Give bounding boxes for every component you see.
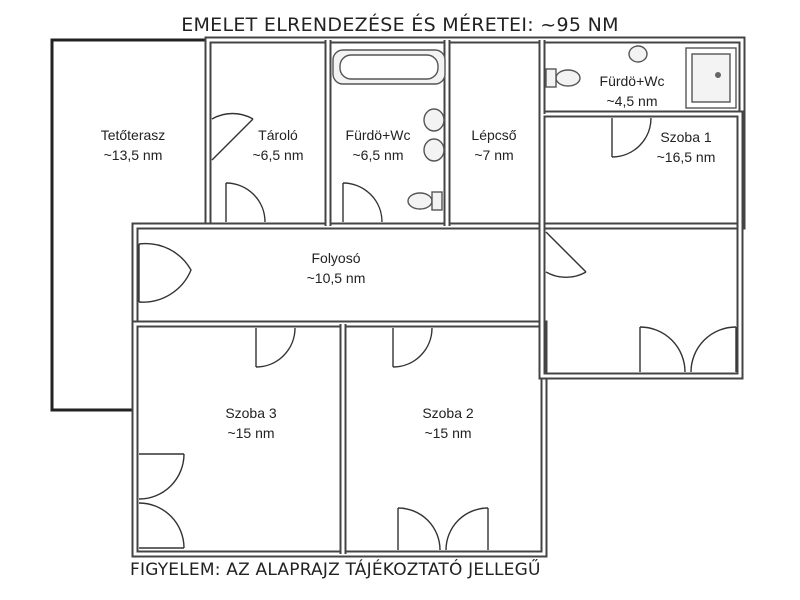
- room-label-room2: Szoba 2 ~15 nm: [422, 405, 474, 441]
- svg-text:Tároló: Tároló: [258, 127, 298, 143]
- room-label-bath: Fürdö+Wc ~6,5 nm: [346, 127, 411, 163]
- door-room2: [392, 327, 433, 368]
- shower: [685, 47, 737, 109]
- door-hallway: [138, 242, 192, 303]
- svg-text:Tetőterasz: Tetőterasz: [101, 127, 166, 143]
- svg-text:~4,5 nm: ~4,5 nm: [607, 93, 658, 109]
- door-room1-balcony-right: [690, 326, 737, 373]
- door-room1-balcony-left: [639, 326, 686, 373]
- svg-text:~13,5 nm: ~13,5 nm: [104, 147, 163, 163]
- svg-text:Fürdö+Wc: Fürdö+Wc: [600, 73, 665, 89]
- svg-text:~15 nm: ~15 nm: [227, 425, 274, 441]
- room-label-small-bath: Fürdö+Wc ~4,5 nm: [600, 73, 665, 109]
- door-taroloterrace: [211, 112, 254, 161]
- door-bath: [342, 182, 383, 223]
- svg-text:~6,5 nm: ~6,5 nm: [353, 147, 404, 163]
- disclaimer-note: FIGYELEM: AZ ALAPRAJZ TÁJÉKOZTATÓ JELLEG…: [130, 560, 541, 580]
- door-room1: [545, 231, 587, 279]
- svg-text:Szoba 2: Szoba 2: [422, 405, 474, 421]
- svg-text:~6,5 nm: ~6,5 nm: [253, 147, 304, 163]
- bathtub: [332, 49, 446, 85]
- toilet-2: [545, 68, 581, 88]
- room-label-tarolo: Tároló ~6,5 nm: [253, 127, 304, 163]
- svg-text:~16,5 nm: ~16,5 nm: [657, 149, 716, 165]
- sink-3: [628, 45, 648, 63]
- svg-text:Szoba 1: Szoba 1: [660, 129, 712, 145]
- room-label-room3: Szoba 3 ~15 nm: [225, 405, 277, 441]
- svg-text:Fürdö+Wc: Fürdö+Wc: [346, 127, 411, 143]
- door-tarolo: [225, 182, 266, 223]
- svg-text:~7 nm: ~7 nm: [474, 147, 513, 163]
- door-small-bath: [611, 117, 652, 158]
- terrace-outline: [50, 38, 208, 412]
- room-label-terrace: Tetőterasz ~13,5 nm: [101, 127, 166, 163]
- svg-text:Szoba 3: Szoba 3: [225, 405, 277, 421]
- svg-text:Lépcső: Lépcső: [471, 127, 516, 143]
- sink-2: [423, 138, 445, 162]
- door-room2-balcony: [397, 507, 489, 551]
- plan-title: EMELET ELRENDEZÉSE ÉS MÉRETEI: ~95 NM: [181, 14, 619, 36]
- room-label-hallway: Folyosó ~10,5 nm: [307, 250, 366, 286]
- walls: [131, 36, 746, 558]
- svg-text:~10,5 nm: ~10,5 nm: [307, 270, 366, 286]
- toilet-1: [407, 191, 443, 211]
- sink-1: [423, 108, 445, 132]
- door-room3-balcony: [138, 453, 185, 549]
- room-label-room1: Szoba 1 ~16,5 nm: [657, 129, 716, 165]
- svg-text:~15 nm: ~15 nm: [424, 425, 471, 441]
- room-label-stairs: Lépcső ~7 nm: [471, 127, 516, 163]
- door-room3: [255, 327, 296, 368]
- svg-text:Folyosó: Folyosó: [311, 250, 360, 266]
